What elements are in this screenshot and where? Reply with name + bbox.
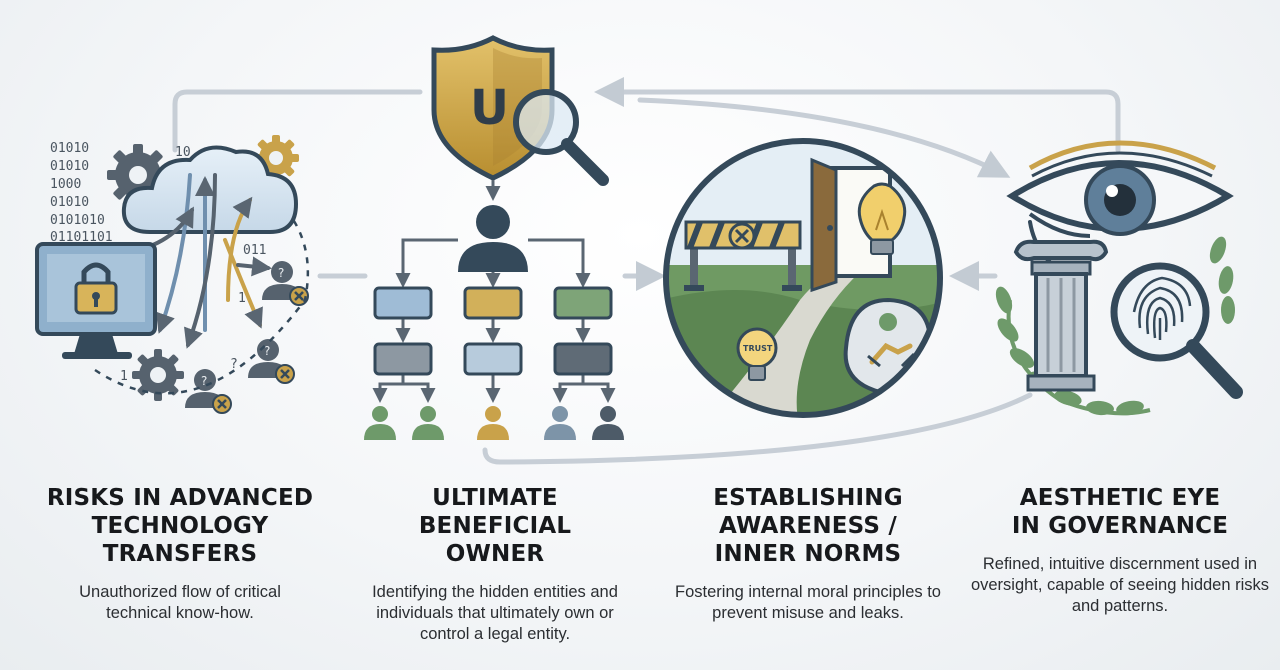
- org-box: [373, 342, 433, 376]
- arrow-bottom-return: [482, 392, 1033, 465]
- fingerprint-magnifier-icon: [1110, 262, 1243, 399]
- org-chart-lines: [372, 238, 616, 403]
- column-description: Refined, intuitive discernment used in o…: [970, 555, 1270, 615]
- svg-text:?: ?: [264, 344, 270, 358]
- laurel-icon: [995, 236, 1235, 416]
- binary-line: 1000: [50, 177, 81, 192]
- binary-line: 01010: [50, 195, 89, 210]
- diagram-illustration: 01010 01010 1000 01010 0101010 01101101 …: [35, 35, 1243, 465]
- trust-lightbulb-icon: TRUST: [736, 327, 778, 381]
- column-description: Fostering internal moral principles to p…: [675, 583, 941, 622]
- column-description: Identifying the hidden entities and indi…: [372, 583, 618, 643]
- column-description: Unauthorized flow of critical technical …: [79, 583, 281, 622]
- column-beneficial-owner: ULTIMATE BENEFICIAL OWNER Identifying th…: [345, 484, 645, 645]
- tech-transfer-illustration: 01010 01010 1000 01010 0101010 01101101 …: [35, 135, 310, 414]
- column-title: AESTHETIC EYE IN GOVERNANCE: [1011, 485, 1229, 539]
- column-title: ULTIMATE BENEFICIAL OWNER: [418, 485, 572, 567]
- person-icons: [364, 406, 624, 440]
- person-icon: [364, 406, 396, 440]
- lock-icon: [74, 262, 118, 315]
- unknown-person-icon: ?: [262, 261, 309, 306]
- awareness-illustration: TRUST: [663, 138, 943, 418]
- unknown-person-icon: ?: [185, 369, 232, 414]
- binary-side: ?: [230, 357, 238, 372]
- column-title: ESTABLISHING AWARENESS / INNER NORMS: [713, 485, 903, 567]
- binary-line: 0101010: [50, 213, 105, 228]
- person-icon: [544, 406, 576, 440]
- magnifier-icon: [513, 89, 609, 186]
- binary-side: 011: [243, 243, 266, 258]
- person-icon: [592, 406, 624, 440]
- barrier-icon: [684, 220, 802, 291]
- org-box: [463, 286, 523, 320]
- binary-side: 1: [238, 291, 246, 306]
- arrow-curve-to-eye: [637, 97, 1011, 178]
- org-box: [463, 342, 523, 376]
- column-aesthetic-eye: AESTHETIC EYE IN GOVERNANCE Refined, int…: [970, 484, 1270, 617]
- path-road: [700, 272, 860, 415]
- svg-text:?: ?: [201, 374, 207, 388]
- person-icon: [477, 406, 509, 440]
- beneficial-owner-illustration: U: [364, 35, 624, 440]
- unknown-person-icon: ?: [248, 339, 295, 384]
- binary-line: 01010: [50, 159, 89, 174]
- org-box: [373, 286, 433, 320]
- svg-text:?: ?: [278, 266, 284, 280]
- person-icon: [412, 406, 444, 440]
- binary-side: 10: [175, 145, 191, 160]
- owner-person-icon: [458, 205, 528, 272]
- column-tech-transfer: RISKS IN ADVANCED TECHNOLOGY TRANSFERS U…: [30, 484, 330, 624]
- binary-side: 1: [120, 369, 128, 384]
- arrow-top-right: [594, 77, 1121, 153]
- lightbulb-icon: [857, 182, 907, 255]
- column-title: RISKS IN ADVANCED TECHNOLOGY TRANSFERS: [46, 485, 314, 567]
- dashed-orbit: [94, 214, 310, 395]
- binary-line: 01101101: [50, 230, 113, 245]
- org-box: [553, 342, 613, 376]
- binary-code: 01010 01010 1000 01010 0101010 01101101 …: [50, 141, 300, 384]
- arrow-top-left: [172, 89, 423, 153]
- column-awareness: ESTABLISHING AWARENESS / INNER NORMS Fos…: [658, 484, 958, 624]
- binary-line: 01010: [50, 141, 89, 156]
- org-box: [553, 286, 613, 320]
- trust-label: TRUST: [743, 344, 773, 353]
- aesthetic-eye-illustration: [995, 140, 1243, 416]
- shield-letter: U: [470, 80, 509, 136]
- pillar-icon: [1013, 239, 1109, 392]
- org-boxes: [373, 286, 613, 376]
- flow-arrows: [172, 77, 1121, 465]
